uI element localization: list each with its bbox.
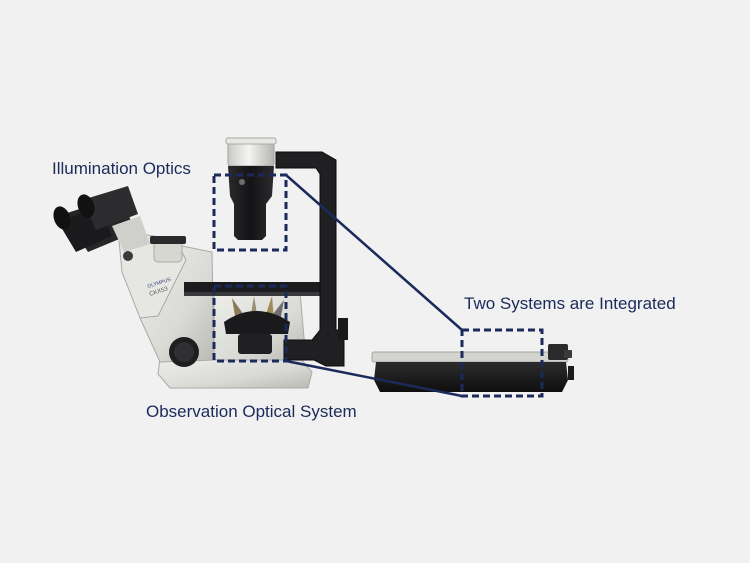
objective-turret (224, 296, 290, 354)
condenser-unit (225, 137, 277, 240)
connector-line-top (285, 174, 463, 331)
connector-line-bottom (285, 359, 463, 398)
integrated-systems-label: Two Systems are Integrated (464, 294, 676, 313)
integrated-callout-box (460, 328, 544, 398)
callout-overlay (212, 173, 544, 398)
illumination-frame (275, 151, 348, 367)
model-mark: CKX53 (149, 286, 170, 298)
optical-module-tray (371, 344, 574, 392)
observation-optical-system-label: Observation Optical System (146, 402, 357, 421)
illumination-callout-box (212, 173, 288, 252)
observation-callout-box (212, 284, 288, 363)
illumination-optics-label: Illumination Optics (52, 159, 191, 178)
eyepieces (53, 186, 150, 252)
stage-plate (184, 282, 330, 296)
